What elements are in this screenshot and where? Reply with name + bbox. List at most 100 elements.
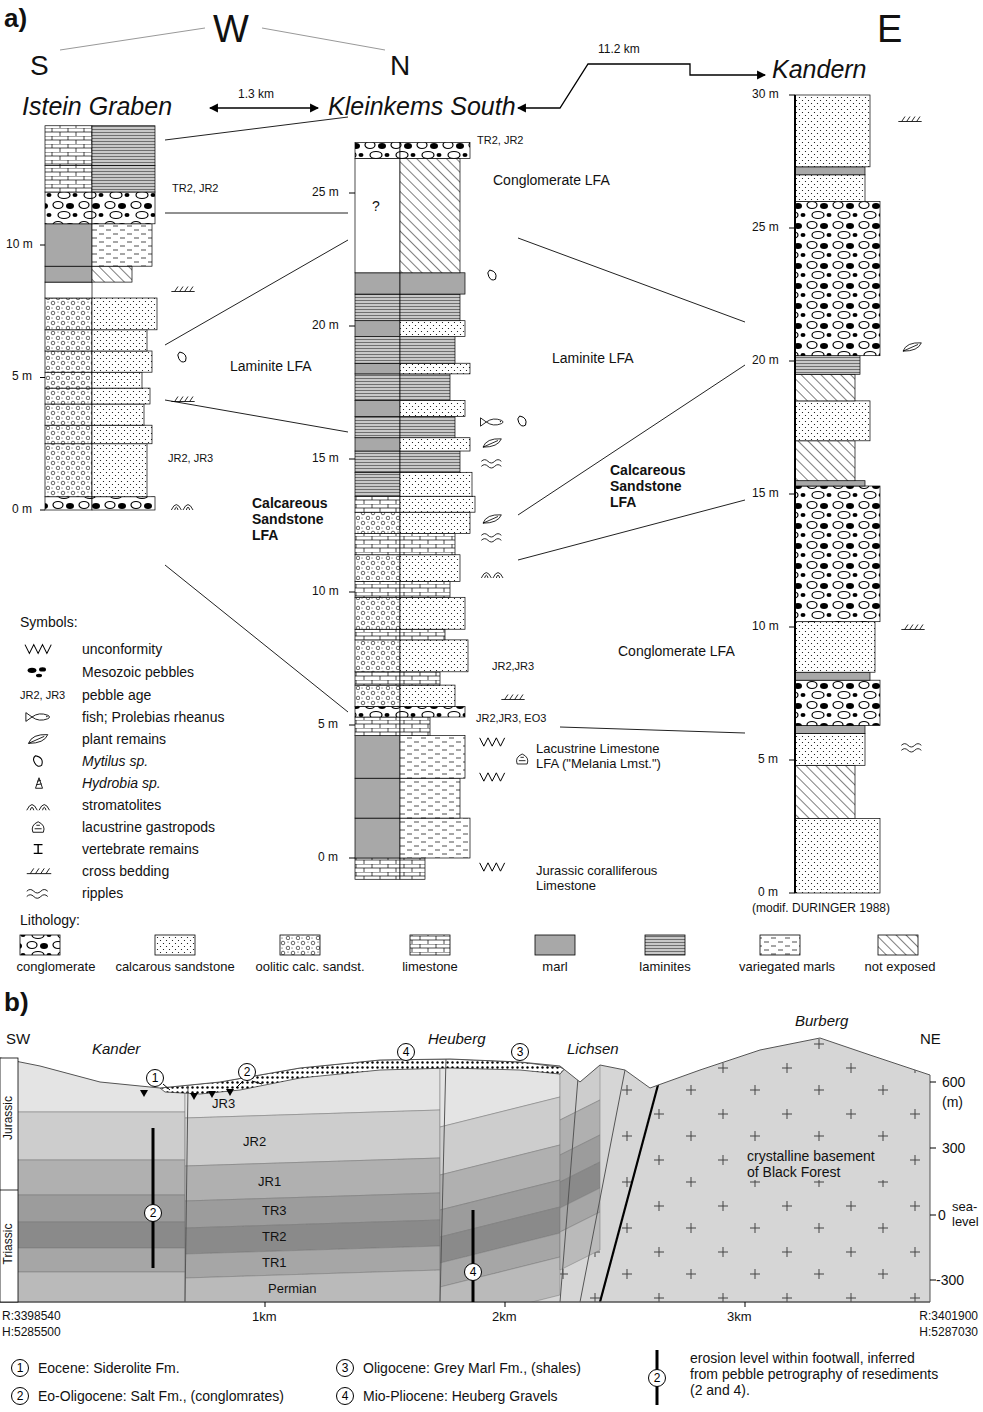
lithology-bed: [92, 166, 155, 193]
period-strip: [0, 1058, 18, 1302]
lithology-bed: [400, 158, 460, 272]
figure-label: 5 m: [12, 370, 32, 384]
figure-label: R:3398540: [2, 1310, 61, 1324]
figure-label: TR2, JR2: [172, 182, 218, 195]
lithology-bed: [400, 273, 465, 294]
lithology-bed: [795, 733, 865, 765]
legend-text: stromatolites: [82, 797, 161, 813]
lithology-bed: [400, 706, 465, 717]
figure-label: Jurassic: [2, 1096, 16, 1140]
stratigraphic-unit: [185, 1270, 440, 1316]
figure-label: 5 m: [318, 718, 338, 732]
figure-label: 0 m: [12, 503, 32, 517]
lithology-bed: [355, 321, 400, 337]
scale-tick: [789, 95, 795, 96]
lithology-bed: [795, 486, 880, 622]
main-fault: [600, 1070, 662, 1302]
myt-symbol: [34, 756, 43, 767]
figure-label: JR2,JR3: [492, 660, 534, 673]
figure-label: 10 m: [6, 238, 33, 252]
leaf-symbol: [483, 439, 501, 447]
cross-symbol: [171, 397, 194, 402]
lithology-bed: [92, 425, 152, 444]
scale-tick: [40, 377, 45, 378]
figure-label: a): [4, 4, 27, 34]
lithology-bed: [355, 717, 400, 736]
cross-symbol: [898, 117, 921, 122]
scale-tick: [349, 592, 355, 593]
figure-label: 0: [938, 1207, 946, 1223]
stratigraphic-unit: [0, 1248, 185, 1272]
distance-arrow: [518, 64, 765, 108]
lithology-bed: [795, 765, 855, 818]
lithology-bed: [355, 581, 400, 597]
figure-label: Lichsen: [567, 1040, 619, 1057]
lithology-bed: [795, 680, 880, 725]
lithology-bed: [400, 363, 470, 374]
cross-section: [0, 840, 930, 1325]
stratigraphic-unit: [0, 1222, 185, 1248]
lithology-bed: [355, 400, 400, 416]
scale-tick: [349, 326, 355, 327]
legend-text: Mytilus sp.: [82, 753, 148, 769]
figure-label: 1.3 km: [238, 88, 274, 102]
figure-label: Burberg: [795, 1012, 848, 1029]
lithology-bed: [355, 496, 400, 512]
legend-text: plant remains: [82, 731, 166, 747]
figure-label: 10 m: [752, 620, 779, 634]
figure-label: Calcareous Sandstone LFA: [252, 495, 342, 543]
lithology-bed: [400, 533, 455, 554]
elevation-tick: [930, 1280, 936, 1281]
lithology-bed: [795, 175, 865, 202]
fish-symbol: [26, 713, 50, 722]
figure-label: Symbols:: [20, 614, 78, 630]
lithology-bed: [400, 581, 450, 597]
lithology-bed: [45, 372, 92, 388]
callout-circle: 2: [144, 1204, 162, 1222]
legend-swatch: [280, 935, 320, 955]
siderolite-pocket: [226, 1089, 234, 1096]
correlation-line: [165, 565, 348, 712]
lithology-bed: [92, 126, 155, 166]
legend-text: limestone: [402, 960, 458, 975]
lithology-bed: [355, 597, 400, 629]
legend-text: cross bedding: [82, 863, 169, 879]
lithology-bed: [355, 858, 400, 879]
unc-symbol: [480, 863, 505, 871]
figure-label: -300: [936, 1272, 964, 1288]
lithology-bed: [400, 294, 460, 321]
legend-text: vertebrate remains: [82, 841, 199, 857]
lithology-bed: [45, 425, 92, 444]
figure-label: Conglomerate LFA: [618, 643, 735, 659]
legend-text: Eo-Oligocene: Salt Fm., (conglomrates): [38, 1388, 284, 1404]
figure-label: 15 m: [752, 487, 779, 501]
figure-label: 25 m: [312, 186, 339, 200]
legend-text: Mio-Pliocene: Heuberg Gravels: [363, 1388, 558, 1404]
figure-label: b): [4, 988, 29, 1018]
leader-line: [163, 1084, 170, 1090]
lithology-bed: [400, 672, 440, 685]
legend-text: Eocene: Siderolite Fm.: [38, 1360, 180, 1376]
erosion-level-bar: [472, 1210, 475, 1302]
period-divider: [0, 1190, 18, 1191]
figure-label: (m): [942, 1094, 963, 1110]
scale-tick: [789, 494, 795, 495]
figure-label: 2km: [492, 1310, 517, 1325]
callout-number: 2: [17, 1390, 24, 1402]
correlation-line: [165, 213, 348, 214]
callout-number: 3: [342, 1362, 349, 1374]
stratigraphic-unit: [0, 1195, 185, 1222]
lithology-bed: [795, 622, 875, 673]
lithology-bed: [45, 330, 92, 351]
callout-number: 1: [152, 1072, 159, 1084]
legend-swatch: [645, 935, 685, 955]
correlation-line: [518, 238, 745, 322]
fault-line: [560, 1078, 578, 1302]
lithology-bed: [400, 472, 472, 496]
unc-symbol: [480, 773, 505, 781]
figure-label: sea- level: [952, 1200, 982, 1230]
callout-circle: 2: [238, 1063, 256, 1081]
figure-label: 20 m: [312, 319, 339, 333]
figure-label: S: [30, 50, 49, 82]
